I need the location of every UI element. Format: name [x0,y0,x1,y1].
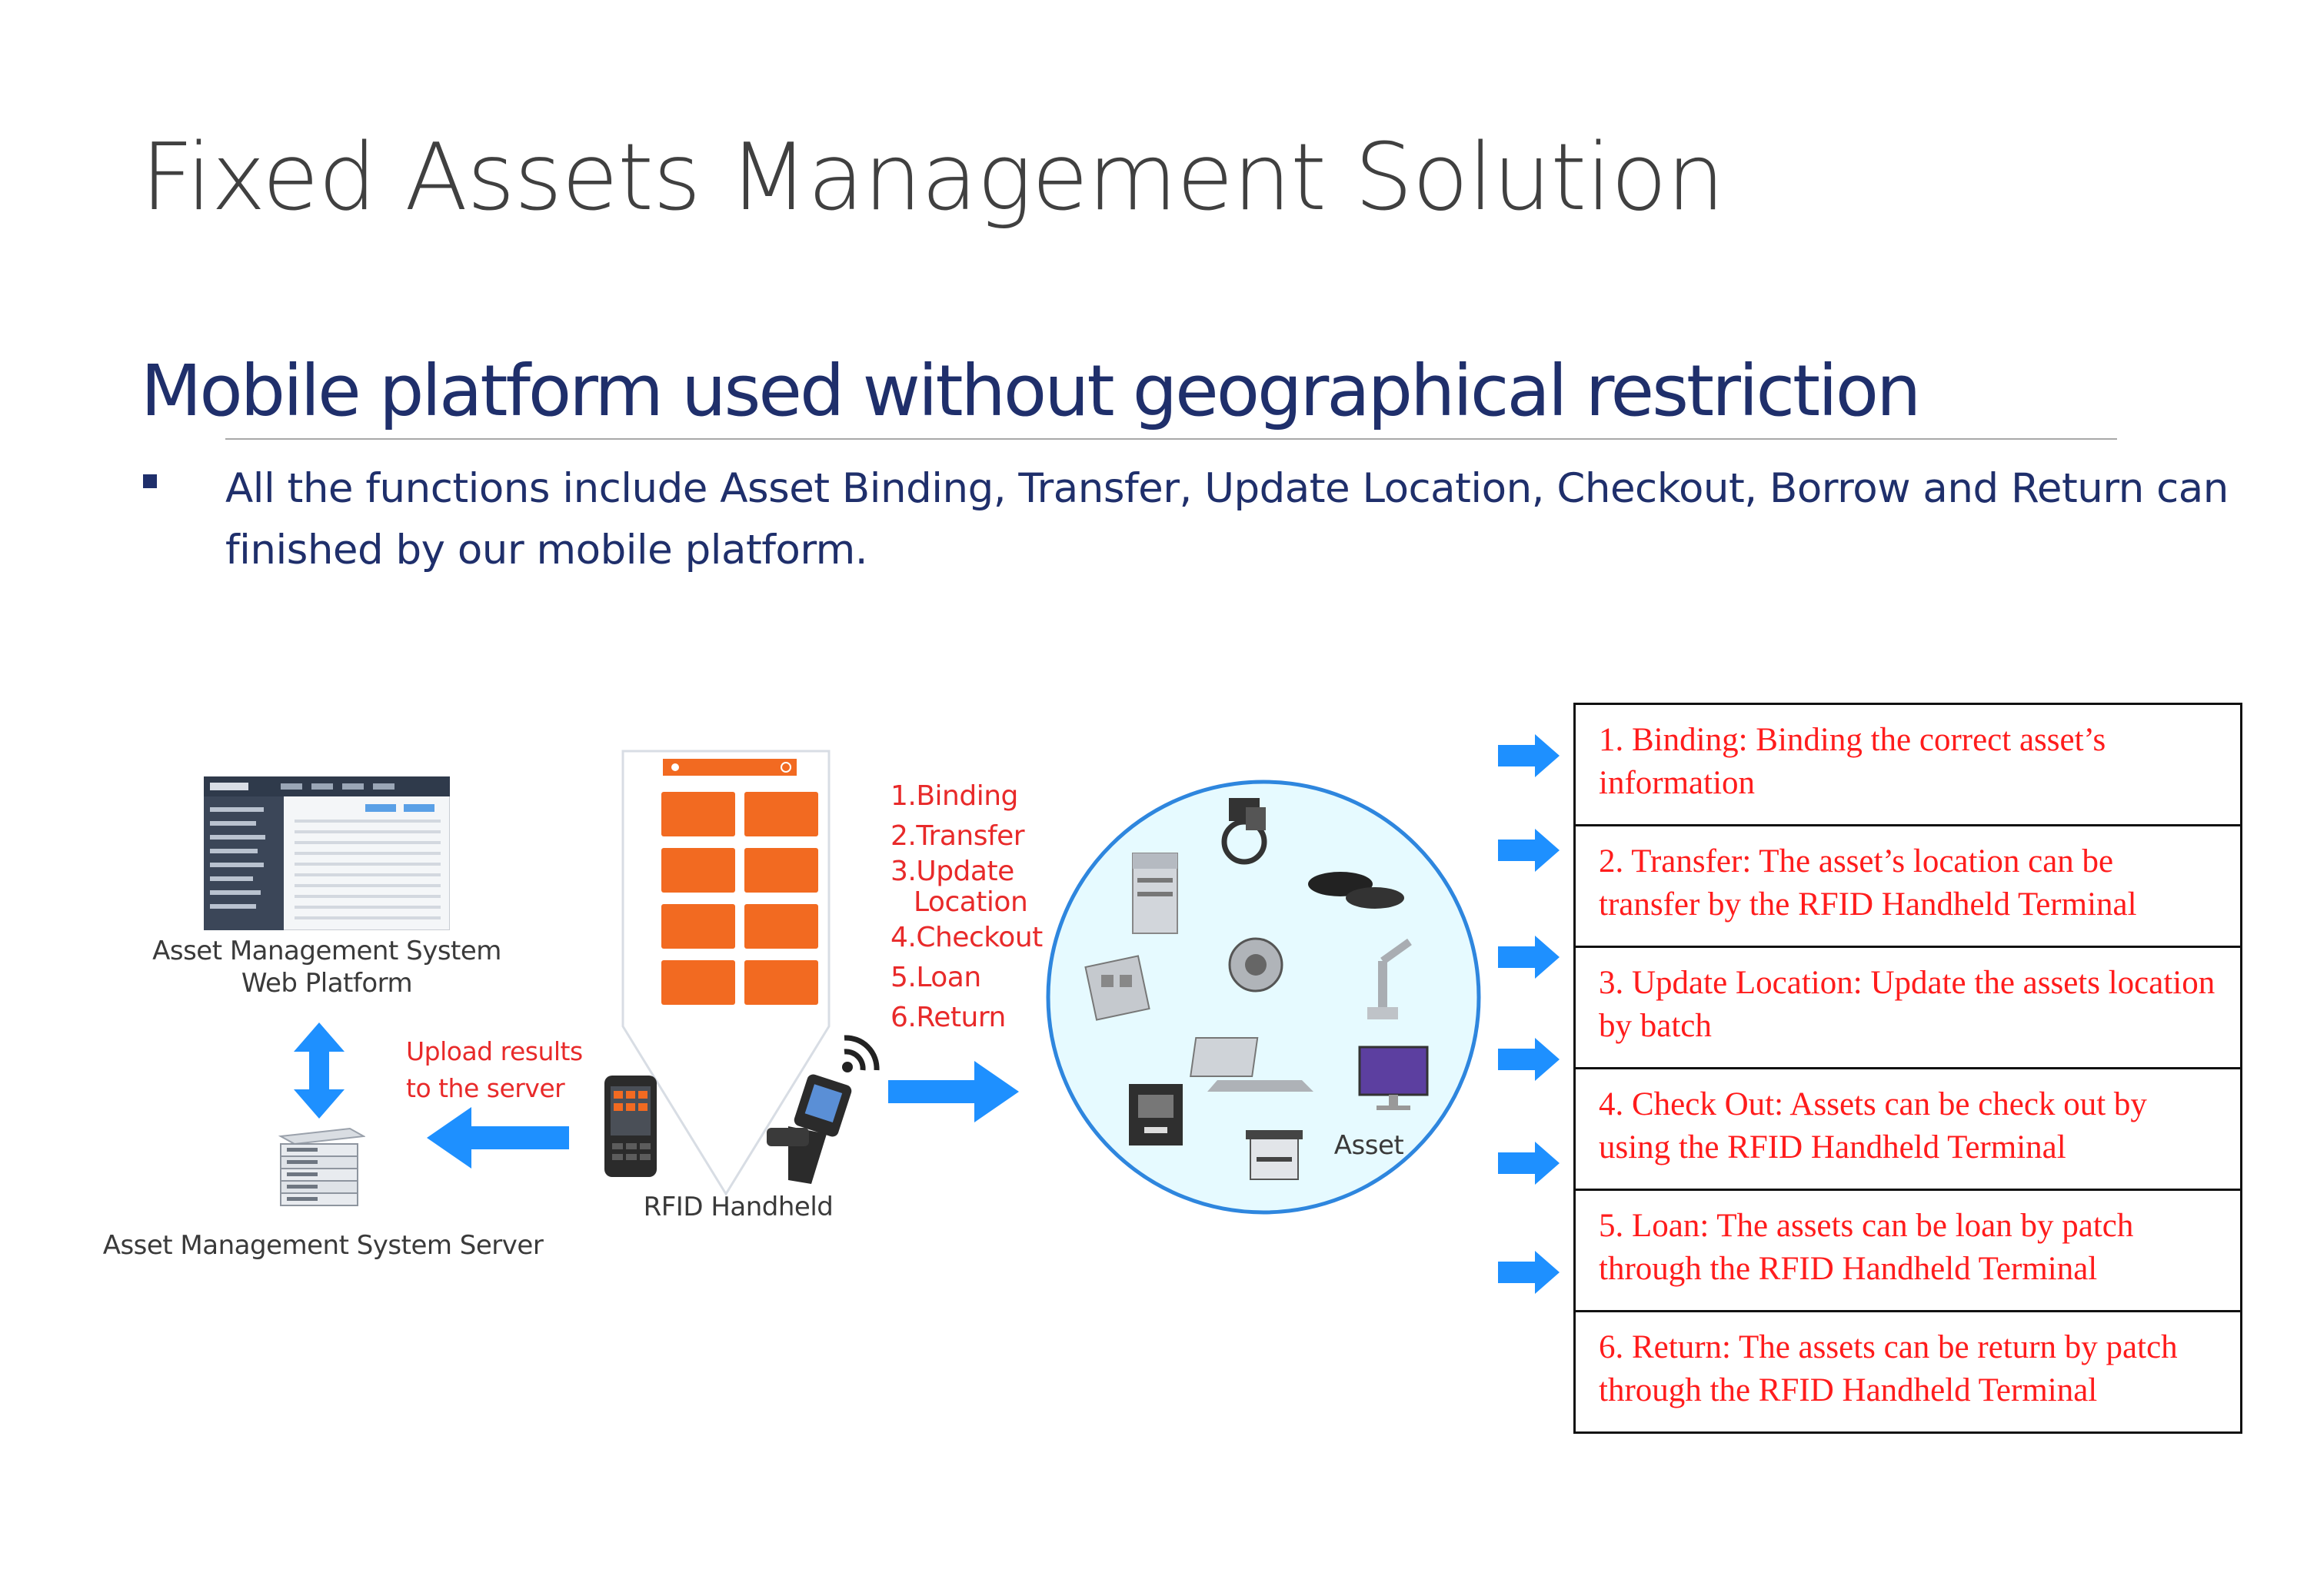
printer-icon [1132,853,1178,934]
subtitle-divider [225,438,2117,440]
functions-table-row: 5. Loan: The assets can be loan by patch… [1576,1191,2240,1312]
handheld-menu-button [661,960,735,1005]
handheld-menu-button [744,904,818,949]
copier-icon [1246,1130,1303,1180]
function-item: 4.Checkout [891,922,1043,953]
function-item: 6.Return [891,1002,1006,1033]
function-arrow-icon [1498,1142,1560,1185]
robot-arm-icon [1367,938,1412,1019]
functions-table-row: 1. Binding: Binding the correct asset’s … [1576,705,2240,826]
machine-parts-icon [1084,955,1150,1021]
asset-circle-diagram [1046,780,1481,1215]
function-item: 5.Loan [891,962,981,993]
handheld-menu-button [744,960,818,1005]
functions-table-row: 6. Return: The assets can be return by p… [1576,1312,2240,1434]
rfid-tag-disk-icon [1308,872,1404,909]
web-platform-label-line2: Web Platform [241,968,413,999]
functions-table-row: 2. Transfer: The asset’s location can be… [1576,826,2240,948]
functions-list: 1.Binding 2.Transfer 3.Update Location 4… [891,776,1043,1038]
web-platform-screenshot-icon [204,776,450,930]
handheld-menu-button [744,848,818,893]
bullet-square-icon [143,474,157,488]
motor-icon [1228,937,1283,993]
rfid-scanner-gun-icon [767,1074,852,1184]
asset-label: Asset [1333,1130,1404,1161]
functions-table-row: 3. Update Location: Update the assets lo… [1576,948,2240,1069]
function-item: 1.Binding [891,780,1018,812]
upload-label-line2: to the server [406,1073,565,1103]
wheelchair-icon [1221,798,1267,865]
handheld-menu-button [661,848,735,893]
bullet-text: All the functions include Asset Binding,… [225,465,2229,574]
label-printer-icon [1129,1084,1183,1145]
handheld-device-icon [604,1076,657,1177]
function-arrow-icon [1498,1251,1560,1294]
functions-table: 1. Binding: Binding the correct asset’s … [1573,703,2242,1434]
wireless-signal-icon [842,1035,880,1072]
function-arrow-icon [1498,936,1560,979]
handheld-label: RFID Handheld [643,1192,834,1222]
upload-label-line1: Upload results [406,1036,583,1066]
function-item: Location [914,886,1028,918]
handheld-menu-button [744,792,818,836]
monitor-icon [1358,1046,1429,1110]
slide-subtitle: Mobile platform used without geographica… [141,350,1921,432]
server-label: Asset Management System Server [102,1230,544,1261]
slide-title: Fixed Assets Management Solution [141,125,1725,231]
laptop-icon [1190,1037,1313,1092]
handheld-menu-button [661,904,735,949]
functions-table-row: 4. Check Out: Assets can be check out by… [1576,1069,2240,1191]
function-item: 3.Update [891,856,1014,887]
handheld-menu-button [661,792,735,836]
function-arrow-icon [1498,734,1560,777]
web-platform-label-line1: Asset Management System [152,936,501,966]
scan-arrow-right-icon [888,1061,1019,1122]
function-item: 2.Transfer [891,820,1025,852]
sync-double-arrow-icon [294,1022,345,1119]
function-arrow-icon [1498,1038,1560,1081]
upload-arrow-left-icon [427,1107,569,1169]
server-rack-icon [278,1127,365,1206]
function-arrow-icon [1498,829,1560,872]
